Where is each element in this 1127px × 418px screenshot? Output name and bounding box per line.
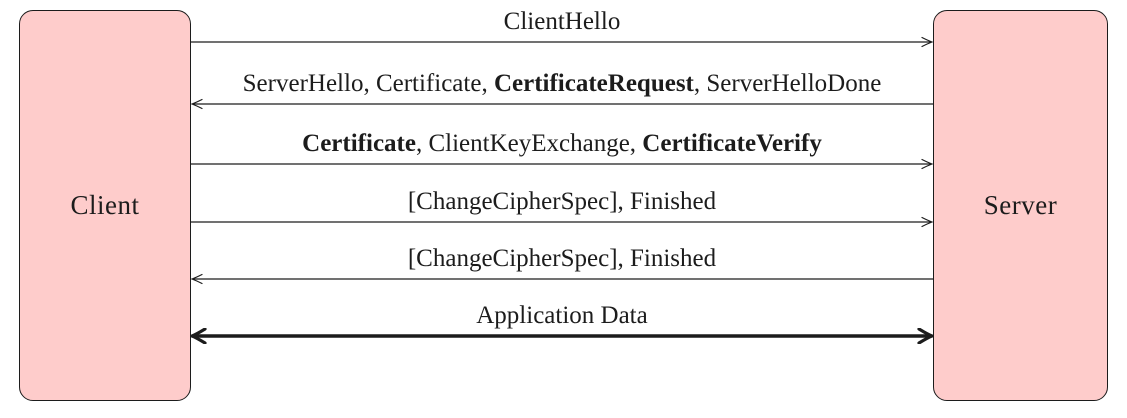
- message-label: ClientHello: [191, 5, 933, 39]
- message-label-part: , ServerHelloDone: [693, 70, 882, 97]
- arrow-right: [191, 158, 933, 170]
- message-label-part-bold: CertificateRequest: [493, 70, 694, 97]
- message-label-part-bold: Certificate: [302, 130, 416, 157]
- message-label: [ChangeCipherSpec], Finished: [191, 185, 933, 219]
- arrow-right: [191, 36, 933, 48]
- server-actor-box: Server: [933, 10, 1108, 401]
- message-label-part: [ChangeCipherSpec], Finished: [407, 188, 717, 215]
- arrow-right: [191, 216, 933, 228]
- arrow-both-thick: [191, 328, 933, 344]
- message-label-part-bold: CertificateVerify: [642, 130, 822, 157]
- message-label: ServerHello, Certificate, CertificateReq…: [191, 67, 933, 101]
- message-label-part: ServerHello, Certificate,: [242, 70, 494, 97]
- client-label: Client: [70, 190, 140, 220]
- arrow-left: [191, 273, 933, 285]
- message-label-part: , ClientKeyExchange,: [415, 130, 643, 157]
- message-label: Certificate, ClientKeyExchange, Certific…: [191, 127, 933, 161]
- client-actor-box: Client: [19, 10, 191, 401]
- message-label-part: ClientHello: [503, 8, 621, 35]
- arrow-left: [191, 98, 933, 110]
- message-label-part: Application Data: [476, 302, 648, 329]
- message-label: [ChangeCipherSpec], Finished: [191, 242, 933, 276]
- message-label: Application Data: [191, 299, 933, 333]
- message-label-part: [ChangeCipherSpec], Finished: [407, 245, 717, 272]
- server-label: Server: [983, 190, 1058, 220]
